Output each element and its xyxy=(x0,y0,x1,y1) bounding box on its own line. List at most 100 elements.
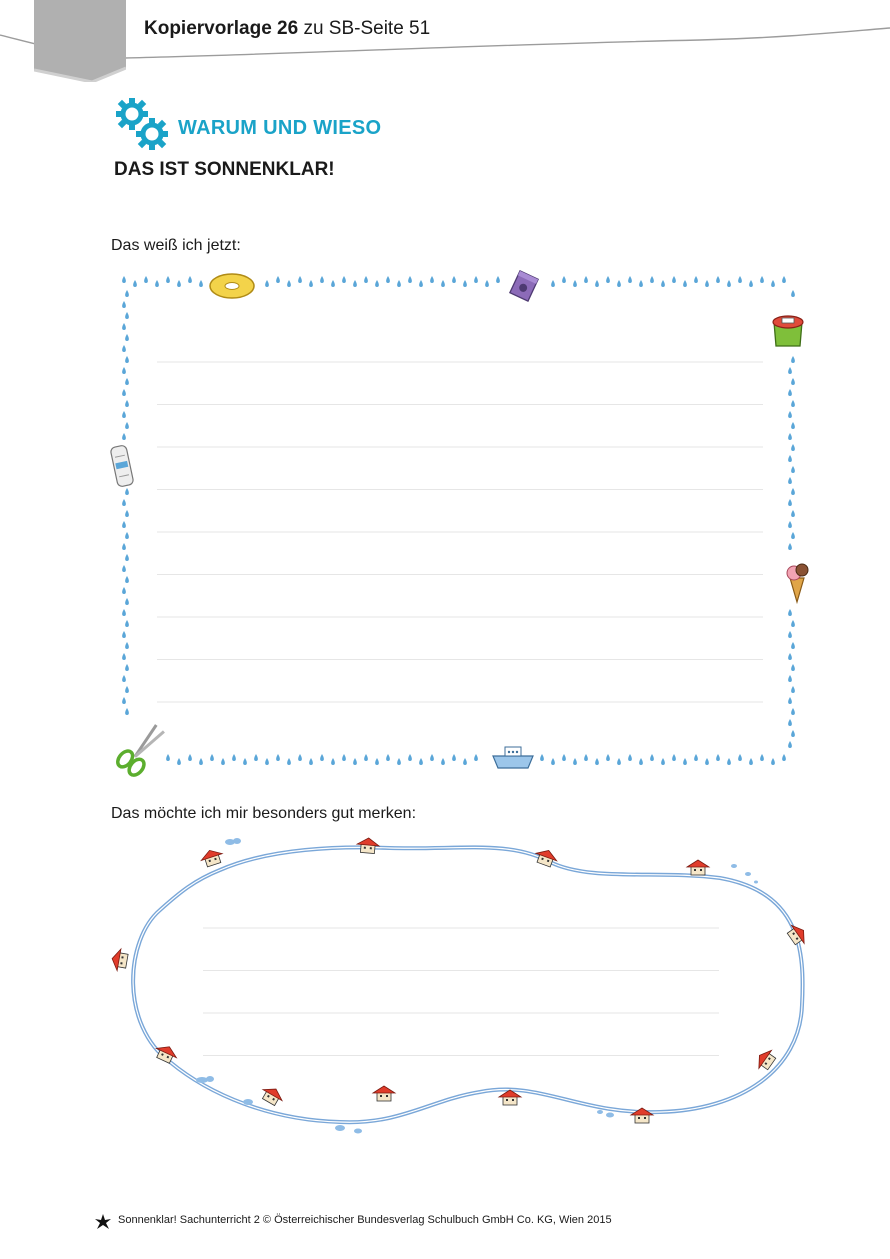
droplet xyxy=(125,576,129,583)
droplet xyxy=(650,276,654,283)
droplet xyxy=(353,280,357,287)
copy-template-number: Kopiervorlage 26 xyxy=(144,18,299,39)
droplet xyxy=(791,686,795,693)
droplet xyxy=(122,323,126,330)
droplet xyxy=(122,411,126,418)
house-icon xyxy=(155,1046,178,1064)
droplet xyxy=(125,356,129,363)
droplet xyxy=(408,754,412,761)
footer-copyright: Sonnenklar! Sachunterricht 2 © Österreic… xyxy=(118,1214,612,1226)
textbook-page-ref: zu SB-Seite 51 xyxy=(303,18,431,39)
droplet xyxy=(727,280,731,287)
droplet xyxy=(788,631,792,638)
droplet xyxy=(125,422,129,429)
droplet xyxy=(386,276,390,283)
droplet xyxy=(788,411,792,418)
droplet xyxy=(791,356,795,363)
droplet xyxy=(782,276,786,283)
droplet xyxy=(125,290,129,297)
droplet xyxy=(683,758,687,765)
droplet xyxy=(430,276,434,283)
droplet xyxy=(791,532,795,539)
publisher-logo-icon xyxy=(95,1214,111,1229)
droplet xyxy=(441,758,445,765)
ruled-lines xyxy=(157,361,763,703)
jar-icon xyxy=(772,315,804,347)
droplet xyxy=(705,280,709,287)
droplet xyxy=(166,754,170,761)
droplet xyxy=(771,758,775,765)
droplet xyxy=(125,664,129,671)
droplet xyxy=(210,754,214,761)
droplet xyxy=(125,510,129,517)
prompt-what-i-know: Das weiß ich jetzt: xyxy=(111,237,241,254)
droplet xyxy=(320,276,324,283)
droplet xyxy=(125,312,129,319)
droplet xyxy=(125,708,129,715)
droplet xyxy=(788,499,792,506)
droplet xyxy=(562,754,566,761)
droplet xyxy=(771,280,775,287)
droplet xyxy=(452,754,456,761)
droplet xyxy=(788,675,792,682)
droplet xyxy=(125,334,129,341)
newspaper-roll-icon xyxy=(110,445,134,487)
droplet xyxy=(188,754,192,761)
droplet xyxy=(276,276,280,283)
droplet xyxy=(788,477,792,484)
droplet xyxy=(125,598,129,605)
droplet xyxy=(125,642,129,649)
droplet xyxy=(485,280,489,287)
droplet xyxy=(375,758,379,765)
writing-lines-area-2[interactable] xyxy=(203,910,719,1070)
droplet xyxy=(199,280,203,287)
droplet xyxy=(125,532,129,539)
pencil-sharpener-icon xyxy=(509,270,539,302)
house-icon xyxy=(685,859,711,876)
droplet xyxy=(188,276,192,283)
droplet xyxy=(342,276,346,283)
droplet xyxy=(441,280,445,287)
droplet-frame xyxy=(110,270,809,777)
droplet xyxy=(452,276,456,283)
droplet xyxy=(122,367,126,374)
droplet xyxy=(573,758,577,765)
droplet xyxy=(419,280,423,287)
droplet xyxy=(606,754,610,761)
droplet xyxy=(397,280,401,287)
droplet xyxy=(584,276,588,283)
header-tab xyxy=(34,0,126,82)
droplet xyxy=(133,280,137,287)
droplet xyxy=(463,280,467,287)
droplet xyxy=(716,276,720,283)
droplet xyxy=(287,758,291,765)
droplet xyxy=(606,276,610,283)
droplet xyxy=(791,488,795,495)
droplet xyxy=(386,754,390,761)
droplet xyxy=(573,280,577,287)
droplet xyxy=(791,664,795,671)
droplet xyxy=(221,758,225,765)
droplet xyxy=(628,754,632,761)
header-curve xyxy=(0,27,890,59)
gear-icon xyxy=(116,98,168,150)
droplet xyxy=(551,758,555,765)
droplet xyxy=(788,389,792,396)
droplet xyxy=(595,280,599,287)
droplet xyxy=(122,565,126,572)
scissors-icon xyxy=(116,724,165,777)
ice-cream-icon xyxy=(786,563,809,605)
house-icon xyxy=(786,924,805,946)
droplet xyxy=(122,697,126,704)
writing-lines-area[interactable] xyxy=(157,340,763,710)
droplet xyxy=(639,758,643,765)
droplet xyxy=(125,378,129,385)
droplet xyxy=(122,587,126,594)
section-title: DAS IST SONNENKLAR! xyxy=(114,159,335,180)
droplet xyxy=(331,280,335,287)
droplet xyxy=(683,280,687,287)
droplet xyxy=(125,686,129,693)
droplet xyxy=(122,521,126,528)
droplet xyxy=(595,758,599,765)
droplet xyxy=(125,400,129,407)
